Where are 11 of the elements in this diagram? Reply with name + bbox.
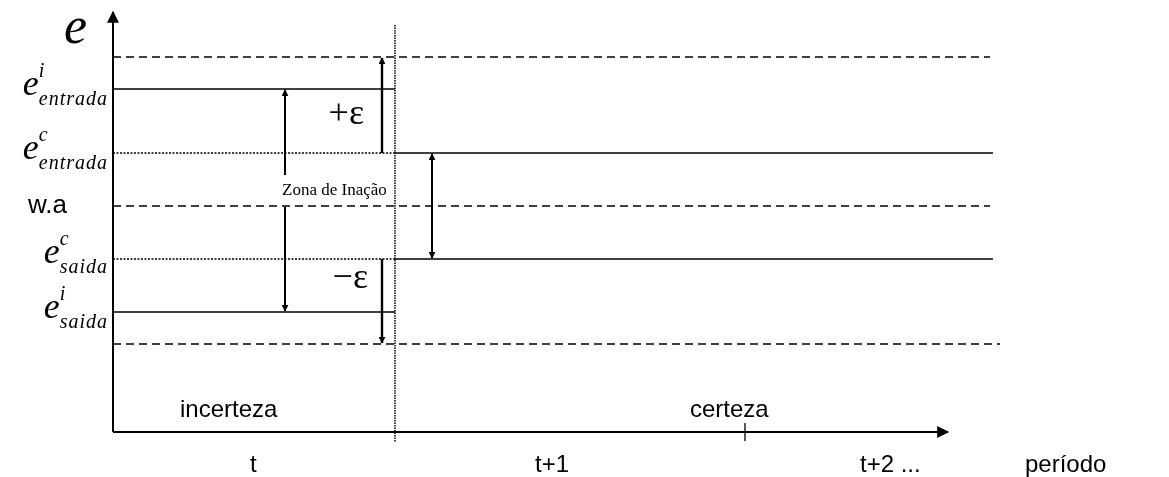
period-label: t [250, 452, 257, 476]
epsilon-label: +ε [328, 94, 364, 130]
level-label: w.a [28, 191, 68, 217]
period-label: t+1 [535, 452, 570, 476]
epsilon-label: −ε [332, 258, 368, 294]
axis-label: período [1025, 452, 1107, 476]
axis-label: e [64, 0, 88, 52]
region-label: incerteza [180, 397, 278, 421]
period-label: t+2 ... [860, 452, 921, 476]
zone-label: Zona de Inação [282, 180, 387, 199]
region-label: certeza [690, 397, 769, 421]
